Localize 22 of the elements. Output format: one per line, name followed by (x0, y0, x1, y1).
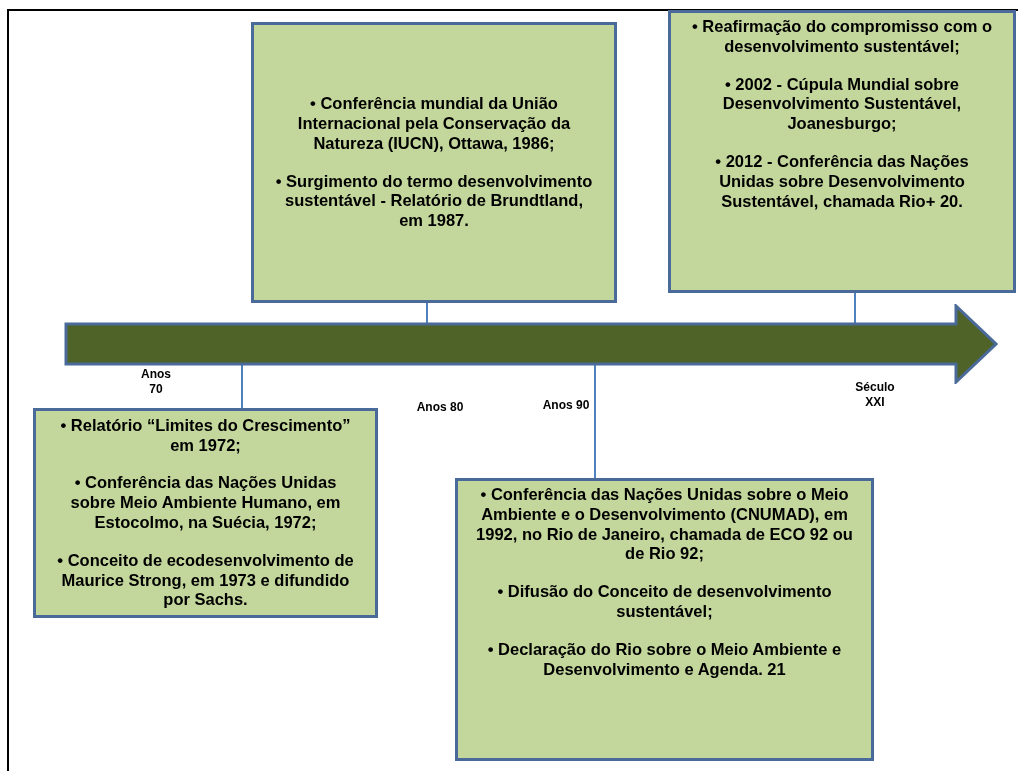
era-label: Anos 90 (541, 398, 591, 413)
event-box (33, 408, 378, 618)
event-text: • 2002 - Cúpula Mundial sobre Desenvolvimento Sustentável, Joanesburgo; (721, 74, 963, 134)
event-text: • Reafirmação do compromisso com o desenvolvimento sustentável; (690, 17, 994, 57)
era-label: Século XXI (854, 380, 896, 410)
event-text: • Conferência mundial da União Internacional pela Conservação da Natureza (IUCN), Ottawa, 1986; (296, 94, 572, 154)
event-text: • Surgimento do termo desenvolvimento sustentável - Relatório de Brundtland, em 1987. (274, 171, 594, 231)
event-text: • Conferência das Nações Unidas sobre Meio Ambiente Humano, em Estocolmo, na Suécia, 1972; (69, 473, 342, 533)
event-text: • Difusão do Conceito de desenvolvimento sustentável; (496, 582, 833, 622)
connector-line (426, 302, 428, 325)
event-box (455, 478, 874, 761)
event-text: • Conceito de ecodesenvolvimento de Maurice Strong, em 1973 e difundido por Sachs. (56, 550, 355, 611)
event-box (251, 22, 617, 303)
event-text: • 2012 - Conferência das Nações Unidas sobre Desenvolvimento Sustentável, chamada Rio+ 20. (714, 152, 970, 212)
event-box (668, 10, 1016, 293)
event-text: • Declaração do Rio sobre o Meio Ambiente e Desenvolvimento e Agenda. 21 (486, 639, 843, 680)
timeline-arrow (64, 304, 998, 384)
connector-line (854, 292, 856, 325)
event-text: • Relatório “Limites do Crescimento” em 1972; (59, 415, 352, 456)
event-text: • Conferência das Nações Unidas sobre o Meio Ambiente e o Desenvolvimento (CNUMAD), em 1992, no Rio de Janeiro, chamada de ECO 92 ou de Rio 92; (476, 485, 853, 565)
era-label: Anos 70 (140, 367, 172, 397)
era-label: Anos 80 (415, 400, 465, 415)
